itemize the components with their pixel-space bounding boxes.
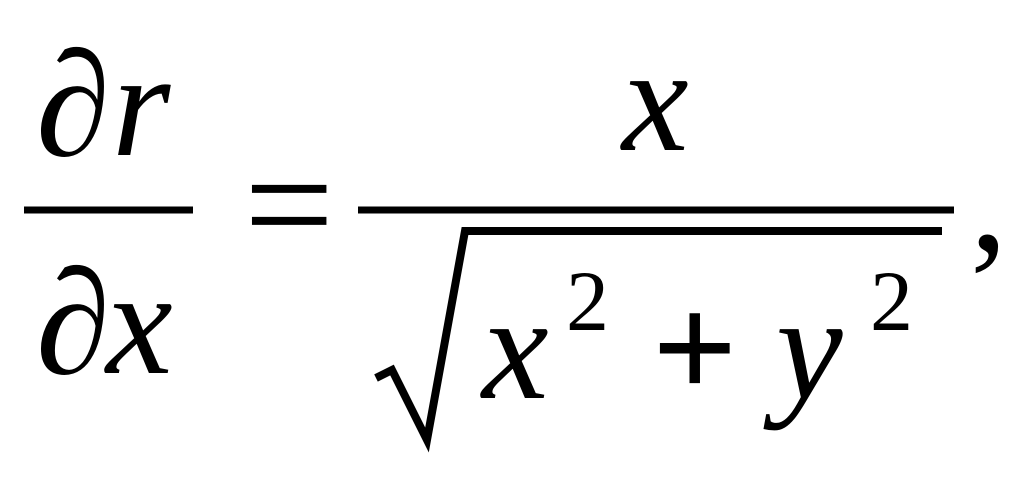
lhs-denominator-partial: ∂ (36, 240, 110, 406)
radicand: x 2 + y 2 (480, 253, 913, 431)
radicand-term1-base: x (480, 265, 549, 431)
lhs-numerator-variable: r (112, 22, 171, 188)
radicand-term2-base: y (763, 265, 843, 431)
radicand-term2-exponent: 2 (870, 253, 913, 349)
lhs-denominator-variable: x (104, 240, 173, 406)
lhs-denominator: ∂ x (36, 240, 173, 406)
radical-icon (374, 227, 942, 453)
radicand-plus: + (652, 265, 737, 431)
square-root-sign (374, 227, 942, 453)
radicand-term1-exponent: 2 (566, 253, 609, 349)
trailing-comma: , (970, 117, 1008, 283)
lhs-numerator-partial: ∂ (36, 22, 110, 188)
lhs-numerator: ∂ r (36, 22, 171, 188)
rhs-numerator: x (620, 17, 689, 183)
equals-sign: = (244, 115, 334, 293)
